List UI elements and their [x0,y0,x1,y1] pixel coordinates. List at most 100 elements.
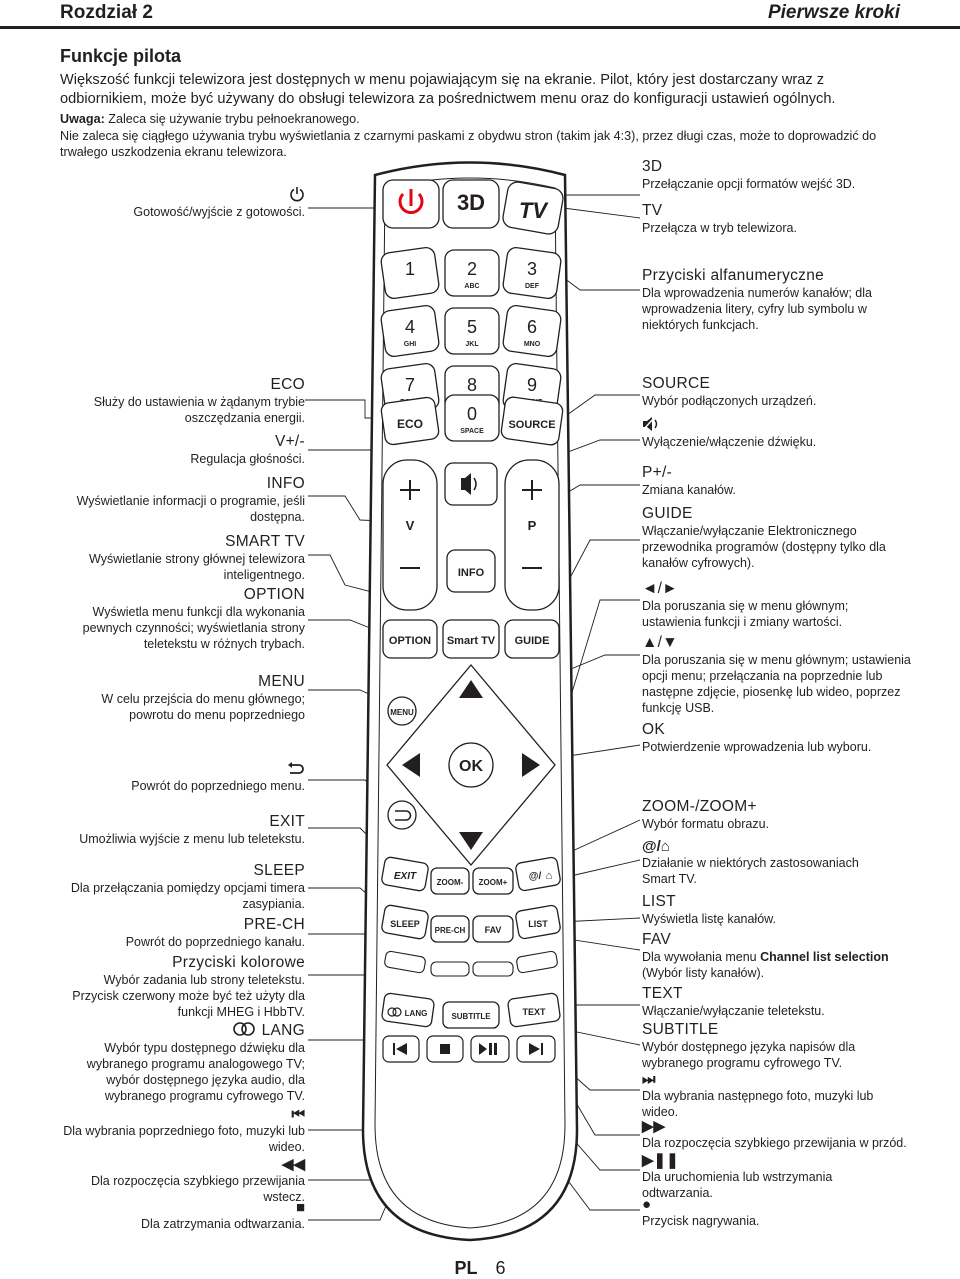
volume-heading: V+/- [274,433,305,450]
3d-button[interactable]: 3D [442,179,500,229]
tv-text: Przełącza w tryb telewizora. [642,221,797,235]
eco-button-label: ECO [397,417,423,431]
zoom-minus-button[interactable]: ZOOM- [430,867,470,895]
page-header: Rozdział 2 Pierwsze kroki [0,0,960,26]
desc-3d: 3D Przełączanie opcji formatów wejść 3D. [642,158,910,192]
exit-heading: EXIT [269,813,305,830]
zoom-minus-label: ZOOM- [437,878,464,887]
mute-text: Wyłączenie/włączenie dźwięku. [642,435,817,449]
exit-button[interactable]: EXIT [381,856,429,892]
alnum-heading: Przyciski alfanumeryczne [642,267,825,284]
note-warning: Nie zaleca się ciągłego używania trybu w… [60,129,877,159]
next-icon: ⏭ [642,1071,656,1088]
at-button-label: @/ [529,871,542,882]
number-key-letters: GHI [404,341,417,348]
prech-heading: PRE-CH [243,916,305,933]
yellow-key[interactable] [472,961,514,977]
left-arrow-icon[interactable] [402,753,420,777]
program-rocker[interactable]: P [504,459,560,611]
next-button[interactable] [516,1035,556,1063]
stop-button[interactable] [426,1035,464,1063]
note-fullscreen: Uwaga: Zaleca się używanie trybu pełnoek… [60,111,905,127]
desc-info: INFO Wyświetlanie informacji o programie… [55,475,305,525]
3d-text: Przełączanie opcji formatów wejść 3D. [642,177,856,191]
green-key[interactable] [430,961,470,977]
fav-text-b: (Wybór listy kanałów). [642,966,765,980]
subtitle-button[interactable]: SUBTITLE [442,1001,500,1029]
subtitle-button-label: SUBTITLE [451,1012,491,1021]
info-heading: INFO [266,475,305,492]
power-button[interactable] [382,179,440,229]
back-icon [55,760,305,778]
guide-button[interactable]: GUIDE [504,619,560,659]
menu-button[interactable]: MENU [387,696,417,726]
desc-left-right: ◄/► Dla poruszania się w menu głównym; u… [642,580,882,630]
play-pause-button[interactable] [470,1035,510,1063]
smart-tv-button[interactable]: Smart TV [442,619,500,659]
sleep-button-label: SLEEP [390,919,420,929]
desc-rewind: ◀◀ Dla rozpoczęcia szybkiego przewijania… [55,1156,305,1205]
fast-forward-text: Dla rozpoczęcia szybkiego przewijania w … [642,1136,907,1150]
volume-rocker[interactable]: V [382,459,438,611]
program-heading: P+/- [642,464,673,481]
fav-text: Dla wywołania menu Channel list selectio… [642,949,892,981]
prech-button-label: PRE-CH [435,926,466,935]
desc-record: ● Przycisk nagrywania. [642,1196,910,1229]
color-keys-text: Wybór zadania lub strony teletekstu. Prz… [72,973,305,1019]
number-key-label: 7 [405,375,415,395]
down-arrow-icon[interactable] [459,832,483,850]
lang-heading: LANG [55,1022,305,1040]
at-home-heading: @/⌂ [642,838,892,855]
source-button[interactable]: SOURCE [500,396,564,446]
back-button[interactable] [387,800,417,830]
lang-button[interactable]: LANG [381,992,435,1028]
stop-text: Dla zatrzymania odtwarzania. [141,1217,305,1231]
lang-icon [233,1022,255,1036]
ok-button[interactable]: OK [448,742,494,788]
mute-button[interactable] [444,462,498,506]
prech-button[interactable]: PRE-CH [430,915,470,943]
number-key-label: 8 [467,375,477,395]
text-button[interactable]: TEXT [507,992,561,1028]
info-button[interactable]: INFO [446,549,496,593]
number-key-1[interactable]: 1 [380,246,440,300]
prev-icon: ⏮ [291,1106,305,1123]
blue-key[interactable] [516,950,558,974]
zoom-plus-button[interactable]: ZOOM+ [472,867,514,895]
desc-standby: Gotowość/wyjście z gotowości. [55,186,305,220]
media-keys [382,1035,556,1063]
color-keys-heading: Przyciski kolorowe [172,954,305,971]
option-button[interactable]: OPTION [382,619,438,659]
number-key-letters: ABC [464,283,479,290]
eco-button[interactable]: ECO [380,396,440,446]
at-home-button[interactable]: @/ ⌂ [515,856,561,892]
red-key[interactable] [384,950,426,974]
desc-fast-forward: ▶▶ Dla rozpoczęcia szybkiego przewijania… [642,1118,932,1151]
list-button[interactable]: LIST [515,904,561,940]
desc-eco: ECO Służy do ustawienia w żądanym trybie… [55,376,305,426]
smart-tv-heading: SMART TV [225,533,305,550]
desc-mute: Wyłączenie/włączenie dźwięku. [642,416,910,450]
right-arrow-icon[interactable] [522,753,540,777]
desc-prev: ⏮ Dla wybrania poprzedniego foto, muzyki… [55,1106,305,1155]
ok-text: Potwierdzenie wprowadzenia lub wyboru. [642,740,872,754]
number-key-label: 0 [467,404,477,424]
tv-button[interactable]: TV [501,180,564,235]
up-arrow-icon[interactable] [459,680,483,698]
fav-button[interactable]: FAV [472,915,514,943]
sleep-button[interactable]: SLEEP [381,904,429,940]
left-right-text: Dla poruszania się w menu głównym; ustaw… [642,599,849,629]
desc-text: TEXT Włączanie/wyłączanie teletekstu. [642,985,910,1019]
standby-icon [55,186,305,204]
prev-button[interactable] [382,1035,420,1063]
desc-stop: ■ Dla zatrzymania odtwarzania. [55,1199,305,1232]
record-icon: ● [642,1196,652,1213]
fav-heading: FAV [642,931,672,948]
